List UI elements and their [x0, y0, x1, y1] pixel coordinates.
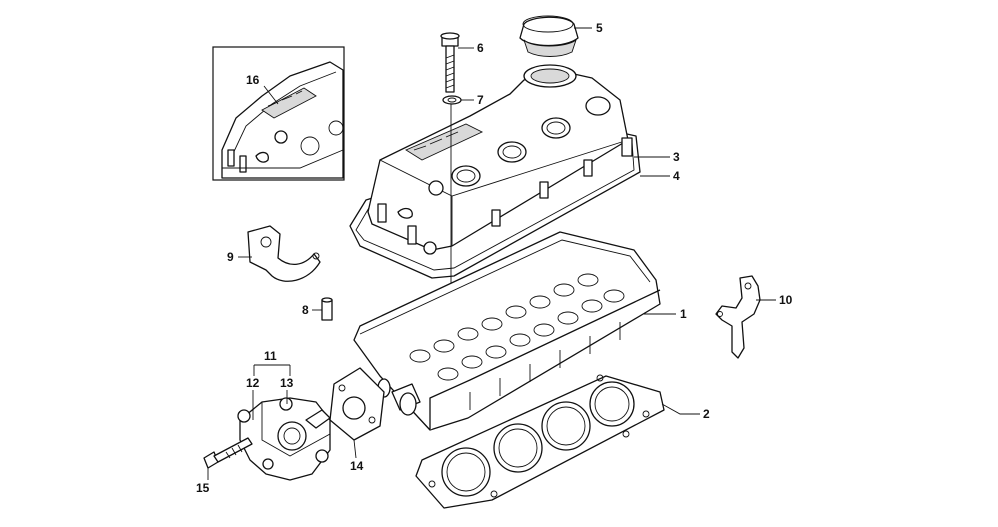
callout-1: 1 [680, 307, 687, 321]
callout-4: 4 [673, 169, 680, 183]
leader-lines [207, 27, 776, 480]
head-gasket [415, 374, 665, 509]
callout-9: 9 [227, 250, 234, 264]
callout-2: 2 [703, 407, 710, 421]
callout-labels: 1 2 3 4 5 6 7 8 9 10 11 12 13 14 15 16 [196, 21, 793, 495]
callout-15: 15 [196, 481, 210, 495]
callout-12: 12 [246, 376, 260, 390]
inset-detail-box [212, 46, 345, 181]
callout-13: 13 [280, 376, 294, 390]
callout-7: 7 [477, 93, 484, 107]
bracket-right [715, 275, 761, 359]
callout-8: 8 [302, 303, 309, 317]
callout-16: 16 [246, 73, 260, 87]
callout-11: 11 [264, 349, 277, 363]
dowel-pin [321, 297, 333, 321]
callout-14: 14 [350, 459, 364, 473]
thermostat-gasket [329, 367, 385, 441]
bracket-left [247, 225, 321, 282]
thermostat-housing [237, 397, 331, 481]
callout-10: 10 [779, 293, 793, 307]
callout-6: 6 [477, 41, 484, 55]
valve-cover [349, 64, 641, 279]
housing-bolt [203, 437, 253, 469]
callout-5: 5 [596, 21, 603, 35]
callout-3: 3 [673, 150, 680, 164]
oil-filler-cap [519, 15, 579, 57]
